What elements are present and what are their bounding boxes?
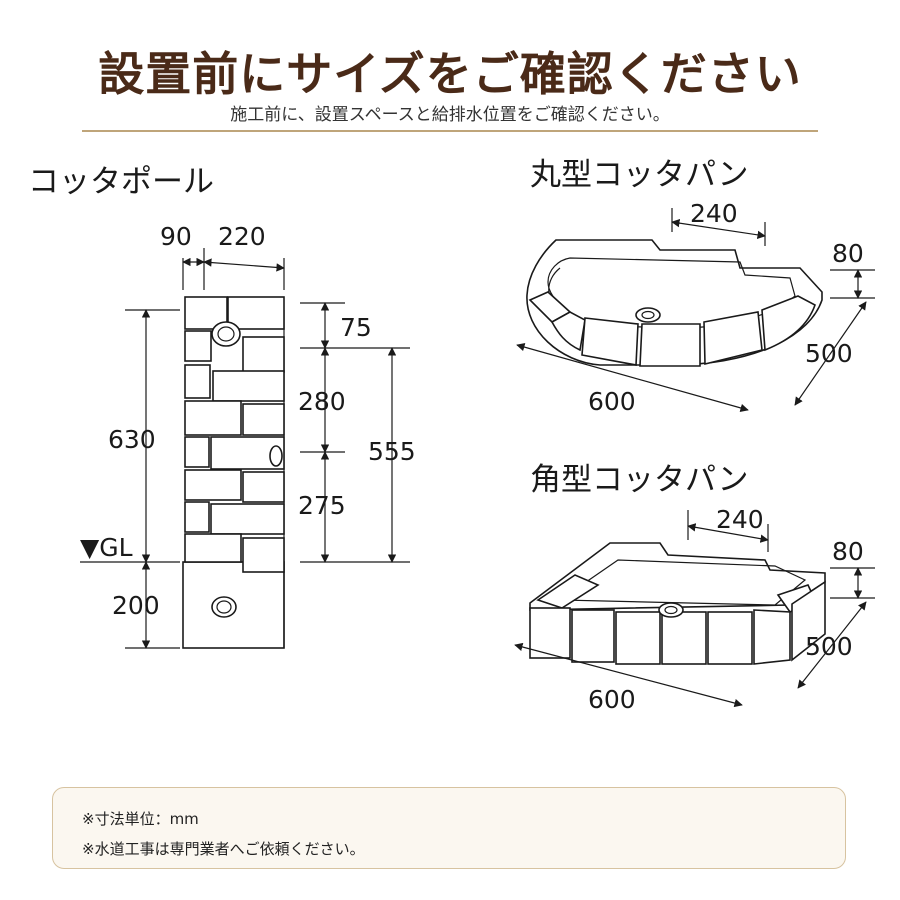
dim-pole-220: 220 <box>218 222 266 251</box>
dim-round-500: 500 <box>805 339 853 368</box>
note-plumbing: ※水道工事は専門業者へご依頼ください。 <box>82 840 365 858</box>
square-pan-section: 角型コッタパン 240 80 <box>514 462 875 714</box>
square-pan-drawing <box>529 542 826 665</box>
dim-pole-275: 275 <box>298 491 346 520</box>
square-pan-drain <box>658 602 684 618</box>
square-pan-title: 角型コッタパン <box>530 462 749 498</box>
notes-box <box>52 787 846 869</box>
pole-drawing <box>182 296 285 649</box>
round-pan-section: 丸型コッタパン 240 80 500 <box>516 157 875 416</box>
pole-side-faucet <box>269 445 283 467</box>
dim-round-80: 80 <box>832 239 864 268</box>
round-pan-drawing <box>526 239 823 367</box>
dim-pole-200: 200 <box>112 591 160 620</box>
pole-faucet-upper <box>211 321 241 347</box>
dim-square-500: 500 <box>805 632 853 661</box>
title-divider <box>82 130 818 132</box>
dim-pole-90: 90 <box>160 222 192 251</box>
gl-label: ▼GL <box>80 533 133 562</box>
dim-pole-555: 555 <box>368 437 416 466</box>
dim-round-600: 600 <box>588 387 636 416</box>
page-title: 設置前にサイズをご確認ください <box>98 47 802 101</box>
kotta-pole-title: コッタポール <box>28 164 214 200</box>
dim-square-600: 600 <box>588 685 636 714</box>
dim-pole-630: 630 <box>108 425 156 454</box>
dim-square-240: 240 <box>716 505 764 534</box>
round-pan-title: 丸型コッタパン <box>530 157 749 193</box>
page-subtitle: 施工前に、設置スペースと給排水位置をご確認ください。 <box>230 105 670 125</box>
dim-round-240: 240 <box>690 199 738 228</box>
round-pan-drain <box>635 307 661 323</box>
dim-square-80: 80 <box>832 537 864 566</box>
pole-faucet-lower <box>211 596 237 618</box>
kotta-pole-section: コッタポール <box>28 164 416 649</box>
dim-pole-75: 75 <box>340 313 372 342</box>
note-units: ※寸法単位：mm <box>82 810 199 828</box>
dim-pole-280: 280 <box>298 387 346 416</box>
pole-top-brick-2 <box>227 296 285 330</box>
